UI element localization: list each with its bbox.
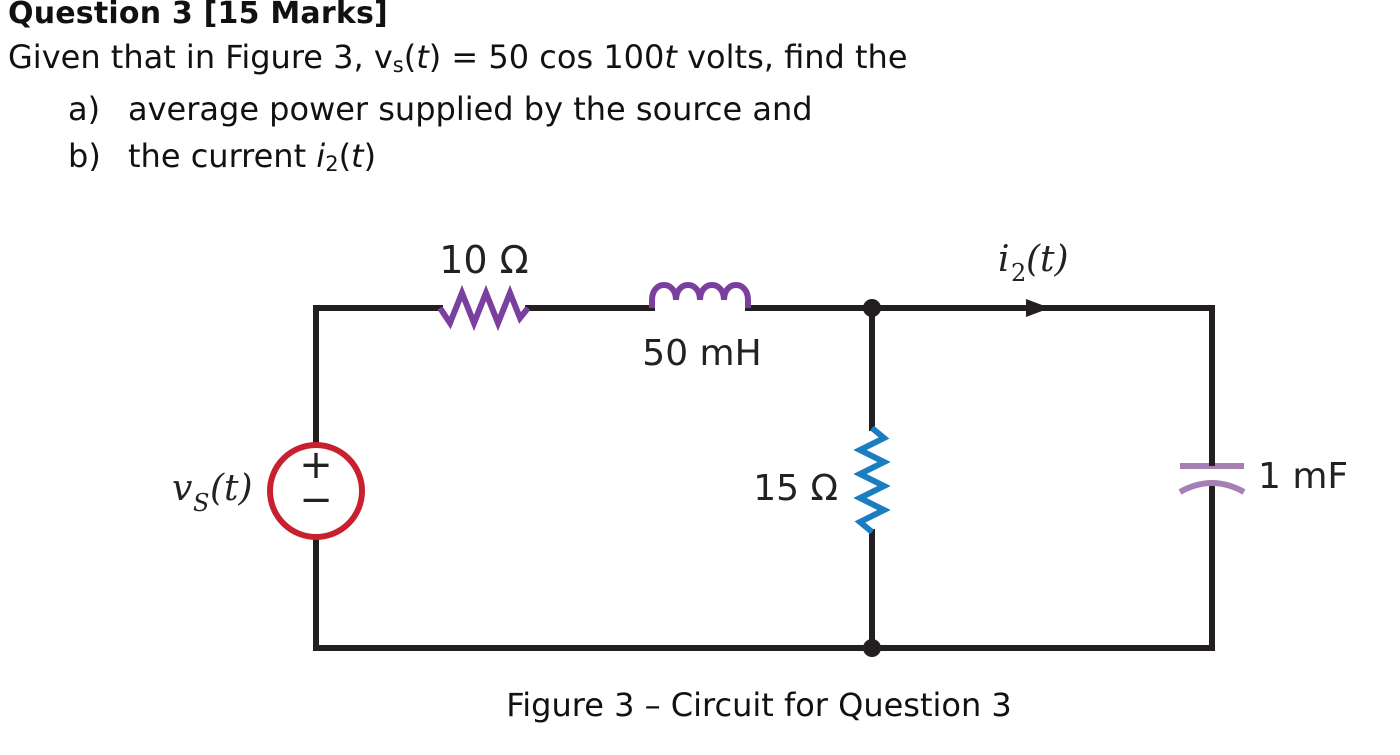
- capacitor-label: 1 mF: [1258, 456, 1348, 497]
- inductor-label: 50 mH: [642, 333, 761, 374]
- voltage-source: [267, 442, 365, 540]
- current-arrow-icon: [1026, 299, 1050, 317]
- current-label-sub: 2: [1011, 259, 1026, 287]
- current-label: i 2 (t): [998, 239, 1069, 287]
- item-marker: b): [68, 137, 101, 175]
- question-item-b: b) the current i2(t): [68, 137, 376, 176]
- circuit-wires: [313, 305, 1215, 651]
- resistor-15-ohm: [853, 425, 891, 535]
- node-bottom: [863, 639, 881, 657]
- current-label-arg: (t): [1026, 239, 1069, 280]
- node-top: [863, 299, 881, 317]
- wire-left-top: [313, 305, 443, 453]
- question-intro: Given that in Figure 3, vs(t) = 50 cos 1…: [8, 38, 908, 77]
- question-item-a: a) average power supplied by the source a…: [68, 90, 813, 128]
- r1-label: 10 Ω: [439, 238, 528, 282]
- r2-label: 15 Ω: [753, 468, 838, 509]
- capacitor-plate-bottom: [1178, 480, 1246, 495]
- wire-top-right: [745, 305, 1215, 466]
- current-label-i: i: [998, 239, 1010, 280]
- item-text: average power supplied by the source and: [128, 90, 813, 128]
- question-title: Question 3 [15 Marks]: [8, 0, 388, 31]
- resistor-10-ohm: [437, 284, 531, 332]
- wire-bottom: [313, 537, 1215, 651]
- source-label: v S (t): [172, 468, 253, 517]
- source-plus-sign: +: [299, 442, 333, 488]
- item-text: the current i2(t): [128, 137, 377, 176]
- source-label-arg: (t): [210, 468, 253, 509]
- source-label-sub: S: [193, 489, 209, 517]
- source-minus-sign: −: [299, 477, 333, 523]
- figure-caption: Figure 3 – Circuit for Question 3: [506, 686, 1012, 724]
- inductor-50-mh: [649, 282, 751, 303]
- source-label-v: v: [172, 468, 192, 509]
- item-marker: a): [68, 90, 101, 128]
